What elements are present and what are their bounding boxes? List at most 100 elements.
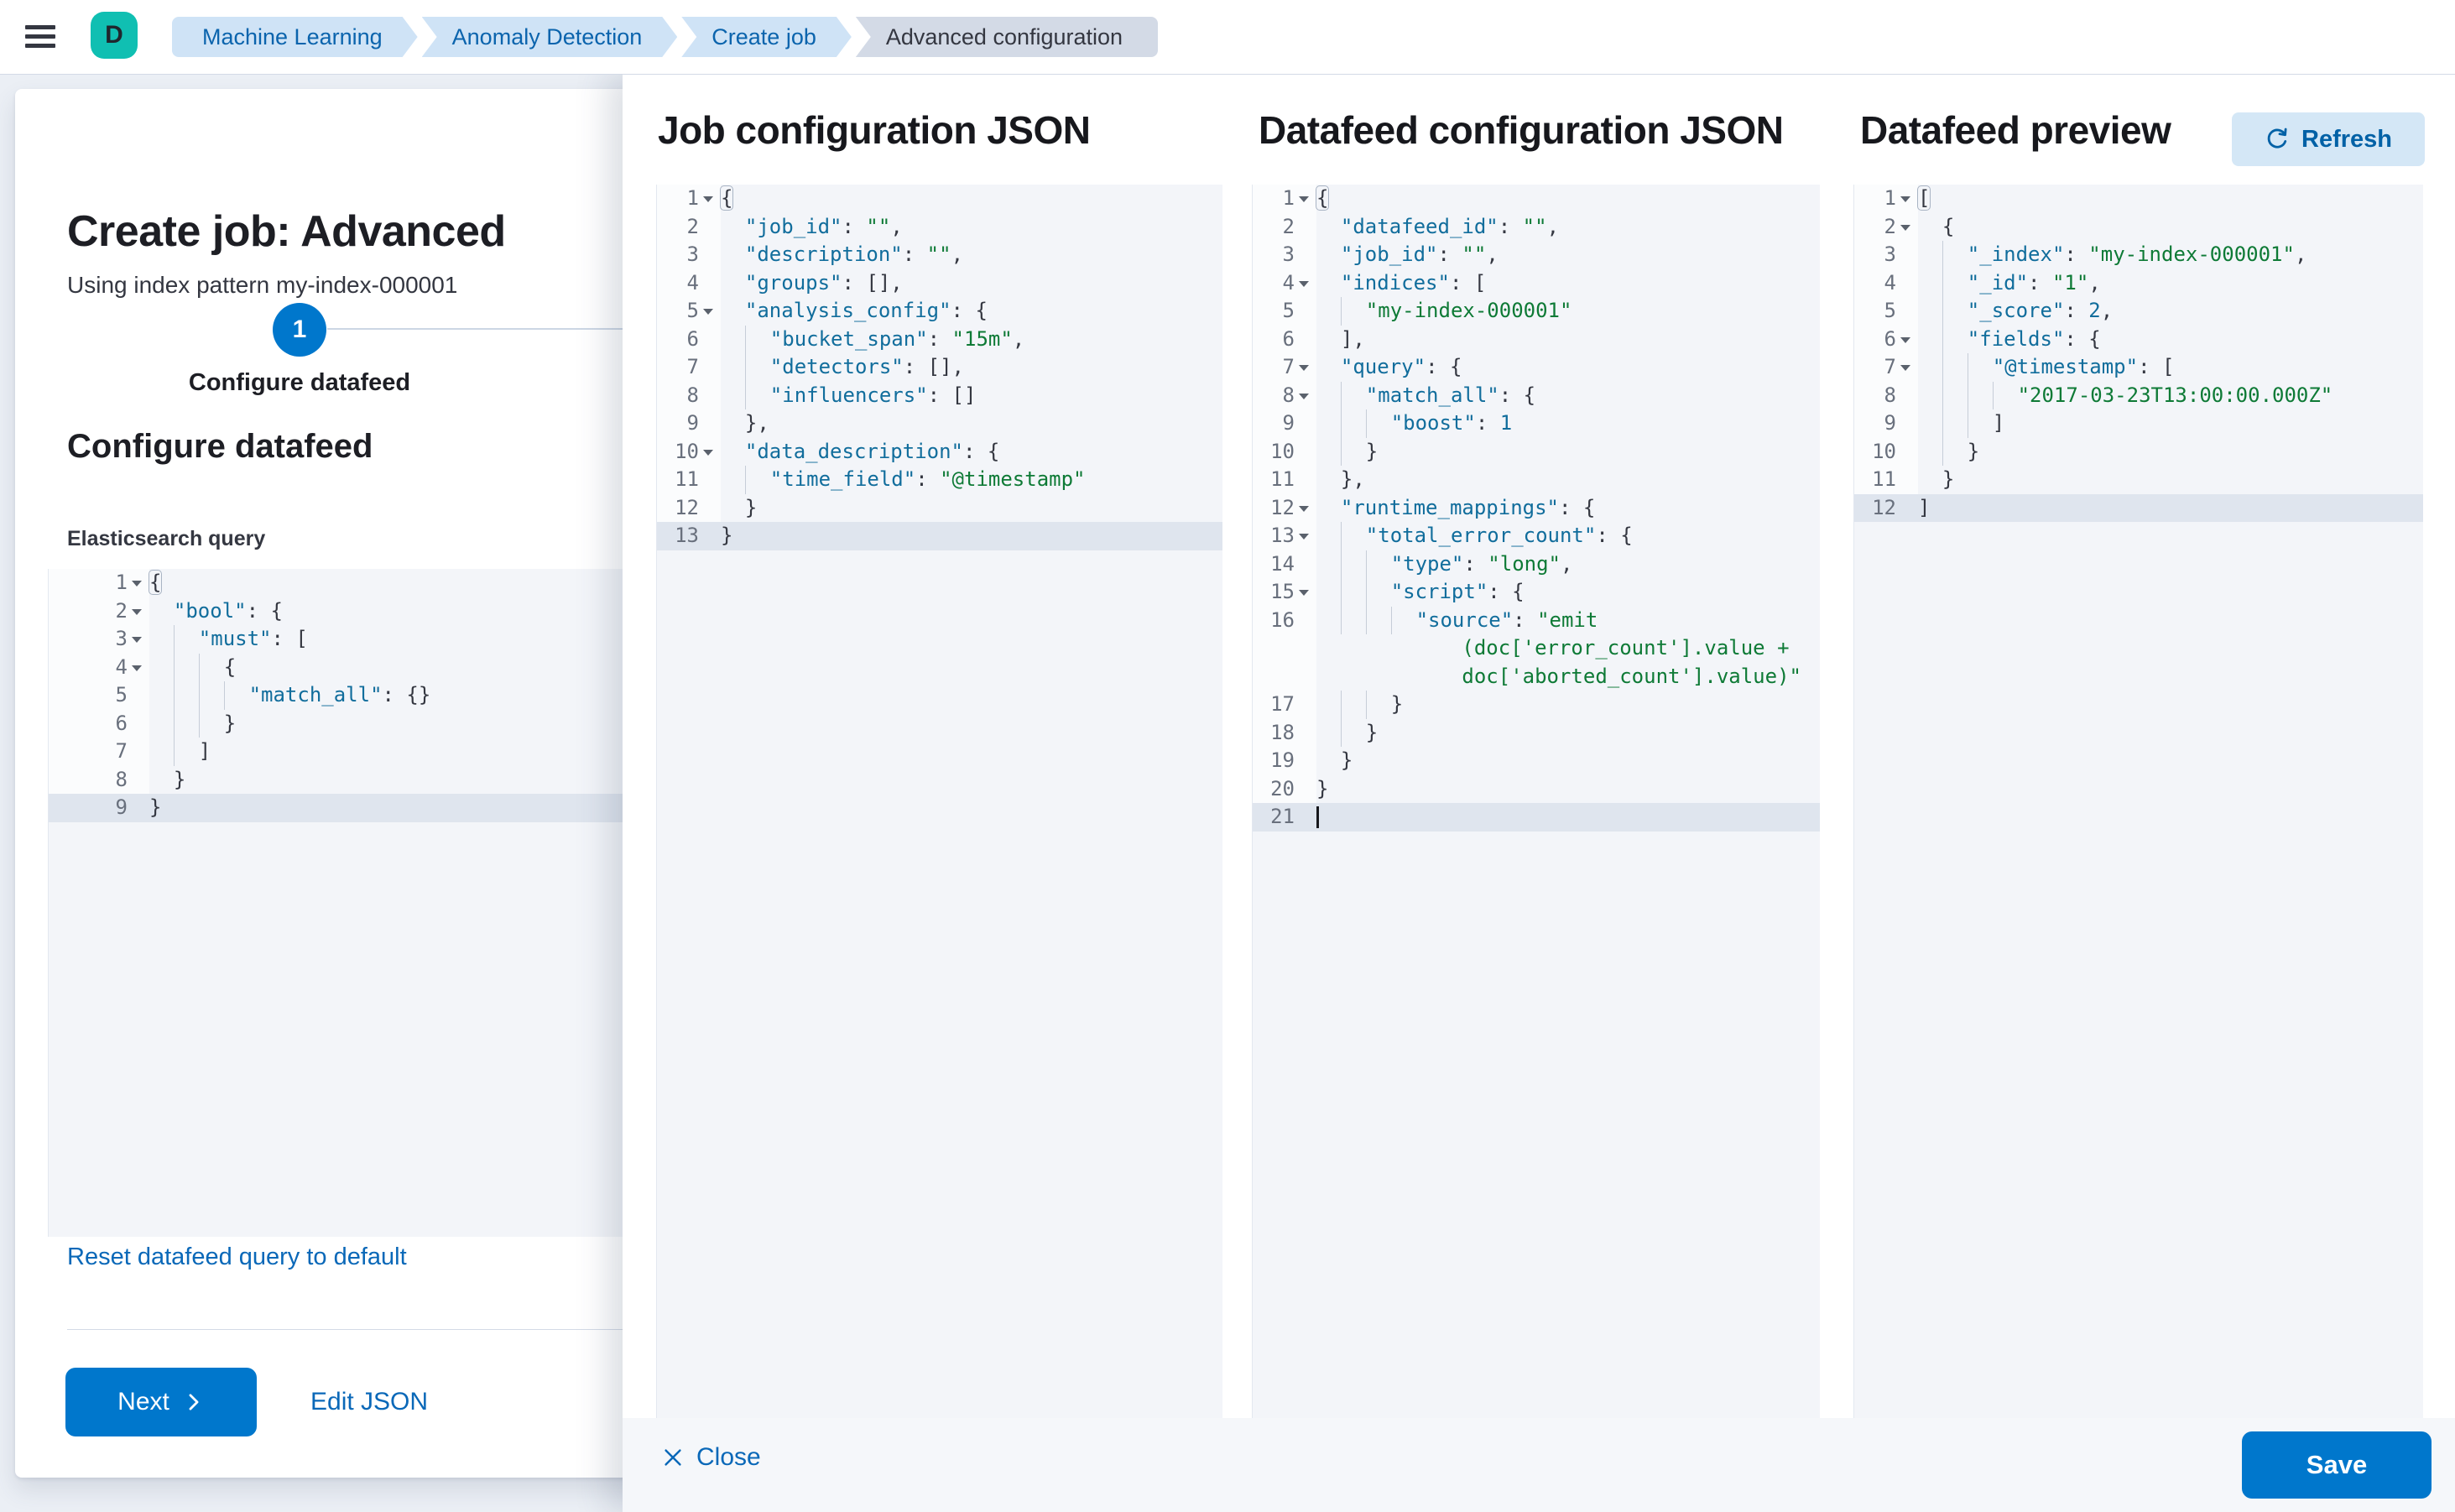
- code-line[interactable]: 12 "runtime_mappings": {: [1253, 493, 1820, 523]
- code-line[interactable]: 4 "_id": "1",: [1854, 269, 2423, 297]
- datafeed-config-json-heading: Datafeed configuration JSON: [1259, 108, 1784, 152]
- fold-toggle-icon[interactable]: [1896, 185, 1918, 213]
- close-x-icon: [661, 1446, 685, 1469]
- configure-datafeed-heading: Configure datafeed: [67, 428, 373, 465]
- code-line[interactable]: 6 "bucket_span": "15m",: [657, 325, 1222, 353]
- code-line[interactable]: 17 }: [1253, 691, 1820, 719]
- code-line[interactable]: 21: [1253, 803, 1820, 832]
- code-line[interactable]: 8 "influencers": []: [657, 381, 1222, 409]
- step-number: 1: [292, 315, 307, 343]
- code-line[interactable]: 10 }: [1253, 437, 1820, 466]
- code-line[interactable]: 1{: [49, 569, 646, 597]
- job-config-json-editor[interactable]: 1{2 "job_id": "",3 "description": "",4 "…: [656, 185, 1222, 1418]
- datafeed-preview-heading: Datafeed preview: [1860, 108, 2171, 152]
- code-line[interactable]: 5 "analysis_config": {: [657, 297, 1222, 326]
- breadcrumb-machine-learning[interactable]: Machine Learning: [172, 17, 418, 57]
- code-line[interactable]: 3 "job_id": "",: [1253, 241, 1820, 269]
- code-line[interactable]: (doc['error_count'].value +: [1253, 634, 1820, 663]
- edit-json-button[interactable]: Edit JSON: [310, 1388, 429, 1416]
- code-line[interactable]: 8 }: [49, 765, 646, 794]
- breadcrumb-create-job[interactable]: Create job: [681, 17, 852, 57]
- avatar[interactable]: D: [91, 12, 138, 59]
- fold-toggle-icon[interactable]: [1295, 185, 1316, 213]
- code-line[interactable]: 5 "my-index-000001": [1253, 297, 1820, 326]
- fold-toggle-icon[interactable]: [128, 625, 149, 654]
- code-line[interactable]: 7 "detectors": [],: [657, 353, 1222, 382]
- code-line[interactable]: 11 "time_field": "@timestamp": [657, 466, 1222, 494]
- code-line[interactable]: 1{: [657, 185, 1222, 213]
- code-line[interactable]: doc['aborted_count'].value)": [1253, 662, 1820, 691]
- fold-toggle-icon[interactable]: [1295, 353, 1316, 382]
- code-line[interactable]: 9 ]: [1854, 409, 2423, 438]
- code-line[interactable]: 9 },: [657, 409, 1222, 438]
- code-line[interactable]: 18 }: [1253, 718, 1820, 747]
- code-line[interactable]: 11 },: [1253, 466, 1820, 494]
- code-line[interactable]: 2 "bool": {: [49, 597, 646, 626]
- code-line[interactable]: 5 "_score": 2,: [1854, 297, 2423, 326]
- code-line[interactable]: 4 "groups": [],: [657, 269, 1222, 297]
- code-line[interactable]: 8 "2017-03-23T13:00:00.000Z": [1854, 381, 2423, 409]
- code-line[interactable]: 6 ],: [1253, 325, 1820, 353]
- code-line[interactable]: 12 }: [657, 493, 1222, 522]
- code-line[interactable]: 10 }: [1854, 437, 2423, 466]
- code-line[interactable]: 11 }: [1854, 466, 2423, 494]
- code-line[interactable]: 20}: [1253, 774, 1820, 803]
- code-line[interactable]: 1[: [1854, 185, 2423, 213]
- code-line[interactable]: 13 "total_error_count": {: [1253, 522, 1820, 550]
- code-line[interactable]: 14 "type": "long",: [1253, 550, 1820, 578]
- code-line[interactable]: 1{: [1253, 185, 1820, 213]
- code-line[interactable]: 3 "must": [: [49, 625, 646, 654]
- fold-toggle-icon[interactable]: [1295, 494, 1316, 523]
- code-line[interactable]: 12]: [1854, 493, 2423, 522]
- code-line[interactable]: 7 "@timestamp": [: [1854, 353, 2423, 382]
- hamburger-menu-icon[interactable]: [25, 20, 59, 54]
- code-line[interactable]: 13}: [657, 522, 1222, 550]
- fold-toggle-icon[interactable]: [128, 654, 149, 682]
- code-line[interactable]: 4 {: [49, 653, 646, 682]
- save-button[interactable]: Save: [2242, 1431, 2432, 1499]
- fold-toggle-icon[interactable]: [1295, 578, 1316, 607]
- fold-toggle-icon[interactable]: [1896, 353, 1918, 382]
- close-button[interactable]: Close: [661, 1443, 761, 1472]
- fold-toggle-icon[interactable]: [128, 569, 149, 597]
- code-line[interactable]: 6 "fields": {: [1854, 325, 2423, 354]
- datafeed-preview-editor[interactable]: 1[2 {3 "_index": "my-index-000001",4 "_i…: [1853, 185, 2423, 1418]
- code-line[interactable]: 2 {: [1854, 212, 2423, 242]
- code-line[interactable]: 10 "data_description": {: [657, 437, 1222, 467]
- step-number-badge: 1: [273, 303, 326, 357]
- code-line[interactable]: 2 "job_id": "",: [657, 212, 1222, 241]
- reset-datafeed-query-link[interactable]: Reset datafeed query to default: [67, 1243, 407, 1270]
- code-line[interactable]: 9 "boost": 1: [1253, 409, 1820, 438]
- fold-toggle-icon[interactable]: [1896, 326, 1918, 354]
- code-line[interactable]: 9}: [49, 794, 646, 822]
- code-line[interactable]: 8 "match_all": {: [1253, 381, 1820, 410]
- fold-toggle-icon[interactable]: [1295, 269, 1316, 298]
- code-line[interactable]: 19 }: [1253, 747, 1820, 775]
- datafeed-config-json-editor[interactable]: 1{2 "datafeed_id": "",3 "job_id": "",4 "…: [1252, 185, 1820, 1418]
- fold-toggle-icon[interactable]: [1896, 213, 1918, 242]
- elasticsearch-query-label: Elasticsearch query: [67, 527, 266, 550]
- code-line[interactable]: 7 ]: [49, 738, 646, 766]
- top-header-bar: D Machine Learning Anomaly Detection Cre…: [0, 0, 2455, 75]
- fold-toggle-icon[interactable]: [699, 185, 721, 213]
- next-button-label: Next: [117, 1388, 169, 1416]
- next-button[interactable]: Next: [65, 1368, 257, 1436]
- breadcrumb-anomaly-detection[interactable]: Anomaly Detection: [422, 17, 678, 57]
- fold-toggle-icon[interactable]: [1295, 522, 1316, 550]
- code-line[interactable]: 15 "script": {: [1253, 578, 1820, 607]
- fold-toggle-icon[interactable]: [1295, 382, 1316, 410]
- code-line[interactable]: 3 "_index": "my-index-000001",: [1854, 241, 2423, 269]
- code-line[interactable]: 3 "description": "",: [657, 241, 1222, 269]
- code-line[interactable]: 6 }: [49, 709, 646, 738]
- fold-toggle-icon[interactable]: [699, 438, 721, 467]
- refresh-button[interactable]: Refresh: [2232, 112, 2425, 166]
- elasticsearch-query-editor[interactable]: 1{2 "bool": {3 "must": [4 {5 "match_all"…: [48, 569, 646, 1237]
- fold-toggle-icon[interactable]: [128, 597, 149, 626]
- fold-toggle-icon[interactable]: [699, 297, 721, 326]
- code-line[interactable]: 16 "source": "emit: [1253, 606, 1820, 634]
- code-line[interactable]: 4 "indices": [: [1253, 269, 1820, 298]
- code-line[interactable]: 5 "match_all": {}: [49, 681, 646, 710]
- code-line[interactable]: 2 "datafeed_id": "",: [1253, 212, 1820, 241]
- code-line[interactable]: 7 "query": {: [1253, 353, 1820, 382]
